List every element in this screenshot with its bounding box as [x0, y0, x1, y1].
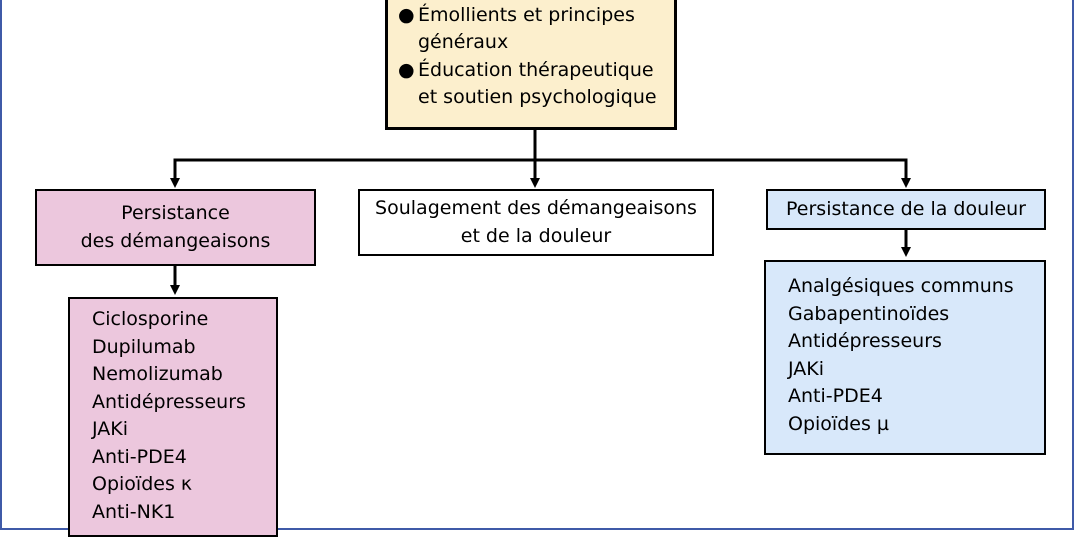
itch-treatment-item: Dupilumab — [92, 335, 196, 358]
bullet-dot: ● — [398, 58, 415, 81]
pain-treatment-item: Analgésiques communs — [788, 275, 1014, 297]
general-measure-item: ●Émollients et principes généraux — [398, 2, 674, 57]
general-measure-line: et soutien psychologique — [418, 86, 657, 108]
relief-title-line-2: et de la douleur — [460, 224, 612, 247]
itch-treatment-item: Anti-PDE4 — [92, 445, 187, 468]
general-measures-box: ●Traitement de la DA●Émollients et princ… — [385, 0, 677, 130]
itch-persistence-title-line-2: des démangeaisons — [80, 229, 271, 252]
pain-treatment-item: Opioïdes µ — [788, 412, 889, 435]
itch-treatment-item: JAKi — [92, 418, 129, 440]
general-measure-line: généraux — [418, 31, 509, 53]
general-measure-item: ●Éducation thérapeutique et soutien psych… — [398, 57, 674, 112]
connectors — [170, 130, 911, 295]
itch-treatment-item: Nemolizumab — [92, 363, 223, 385]
pain-treatment-item: JAKi — [788, 357, 825, 380]
general-measure-line: Émollients et principes — [418, 3, 635, 26]
relief-box: Soulagement des démangeaisons et de la d… — [358, 189, 714, 256]
itch-treatment-item: Antidépresseurs — [92, 390, 246, 413]
general-measures-list: ●Traitement de la DA●Émollients et princ… — [398, 0, 674, 112]
itch-treatment-item: Anti-NK1 — [92, 500, 176, 523]
pain-treatment-item: Gabapentinoïdes — [788, 302, 950, 325]
general-measure-text: Éducation thérapeutique et soutien psycho… — [418, 57, 674, 112]
pain-persistence-box: Persistance de la douleur — [766, 189, 1046, 230]
pain-treatment-item: Antidépresseurs — [788, 330, 942, 352]
itch-persistence-title-line-1: Persistance — [121, 202, 230, 224]
relief-title-line-1: Soulagement des démangeaisons — [375, 197, 697, 219]
bullet-dot: ● — [398, 3, 415, 26]
pain-treatment-item: Anti-PDE4 — [788, 385, 883, 407]
pain-persistence-title: Persistance de la douleur — [786, 197, 1026, 220]
general-measure-line: Éducation thérapeutique — [418, 58, 654, 81]
general-measure-text: Émollients et principes généraux — [418, 2, 674, 57]
itch-persistence-box: Persistance des démangeaisons — [35, 189, 316, 266]
itch-treatment-item: Ciclosporine — [92, 308, 209, 330]
itch-treatment-item: Opioïdes κ — [92, 473, 193, 495]
